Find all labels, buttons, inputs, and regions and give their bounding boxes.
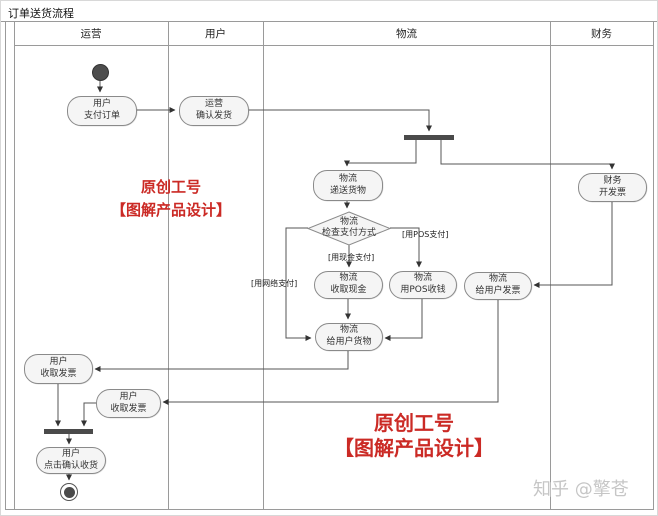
end-node bbox=[60, 483, 78, 501]
node-text: 确认发货 bbox=[195, 111, 232, 121]
activity-node-pos-collect: 物流 用POS收钱 bbox=[389, 271, 457, 299]
watermark-text: 原创工号 bbox=[140, 178, 201, 196]
zhihu-author-watermark: 知乎 @擎苍 bbox=[533, 479, 629, 500]
node-text: 收取发票 bbox=[40, 369, 77, 379]
node-text: 物流 bbox=[339, 325, 358, 336]
guard-label-cash: [用现金支付] bbox=[328, 253, 375, 262]
node-text: 用户 bbox=[49, 357, 68, 368]
watermark-text: 原创工号 bbox=[374, 411, 454, 435]
join-bar bbox=[44, 429, 93, 434]
activity-node-issue-invoice: 财务 开发票 bbox=[578, 173, 647, 202]
node-text: 运营 bbox=[204, 99, 223, 110]
node-text: 用户 bbox=[61, 448, 80, 459]
node-text: 检查支付方式 bbox=[321, 228, 376, 239]
decision-node-check-payment: 物流 检查支付方式 bbox=[304, 217, 394, 240]
lane-header-user: 用户 bbox=[205, 28, 226, 40]
node-text: 收取现金 bbox=[330, 285, 367, 295]
activity-node-give-invoice: 物流 给用户发票 bbox=[464, 272, 532, 300]
node-text: 点击确认收货 bbox=[43, 460, 98, 471]
node-text: 收取发票 bbox=[110, 403, 147, 414]
guard-label-pos: [用POS支付] bbox=[402, 230, 449, 239]
guard-label-network: [用网络支付] bbox=[251, 279, 298, 288]
diagram-title: 订单送货流程 bbox=[8, 7, 74, 20]
lane-header-finance: 财务 bbox=[591, 28, 612, 40]
node-text: 财务 bbox=[603, 175, 622, 186]
node-text: 用POS收钱 bbox=[400, 285, 446, 295]
node-text: 给用户发票 bbox=[475, 286, 521, 296]
node-text: 用户 bbox=[119, 391, 138, 402]
node-text: 物流 bbox=[339, 217, 358, 227]
node-text: 物流 bbox=[488, 274, 507, 285]
watermark-badge-top: 原创工号 【图解产品设计】 bbox=[101, 176, 241, 221]
node-text: 支付订单 bbox=[83, 111, 120, 121]
end-node-inner bbox=[63, 486, 75, 498]
activity-node-confirm-receipt: 用户 点击确认收货 bbox=[36, 447, 106, 474]
activity-node-give-goods: 物流 给用户货物 bbox=[315, 323, 383, 351]
node-text: 开发票 bbox=[598, 187, 626, 198]
watermark-text: 【图解产品设计】 bbox=[334, 436, 494, 460]
activity-node-collect-cash: 物流 收取现金 bbox=[314, 271, 383, 299]
lane-header-logistics: 物流 bbox=[396, 28, 417, 40]
watermark-badge-bottom: 原创工号 【图解产品设计】 bbox=[319, 411, 509, 461]
watermark-text: 【图解产品设计】 bbox=[110, 200, 231, 219]
node-text: 用户 bbox=[92, 99, 111, 110]
activity-node-receive-invoice-2: 用户 收取发票 bbox=[96, 389, 161, 418]
node-text: 递送货物 bbox=[329, 185, 366, 196]
start-node bbox=[92, 64, 109, 81]
lane-header-operations: 运营 bbox=[80, 28, 102, 40]
node-text: 物流 bbox=[413, 273, 432, 284]
fork-bar bbox=[404, 135, 454, 140]
activity-node-confirm-ship: 运营 确认发货 bbox=[179, 96, 249, 126]
activity-node-pay-order: 用户 支付订单 bbox=[67, 96, 137, 126]
node-text: 物流 bbox=[338, 173, 357, 184]
node-text: 给用户货物 bbox=[326, 337, 372, 347]
node-text: 物流 bbox=[339, 273, 358, 284]
activity-node-deliver-goods: 物流 递送货物 bbox=[313, 170, 383, 201]
activity-node-receive-invoice-1: 用户 收取发票 bbox=[24, 354, 93, 384]
